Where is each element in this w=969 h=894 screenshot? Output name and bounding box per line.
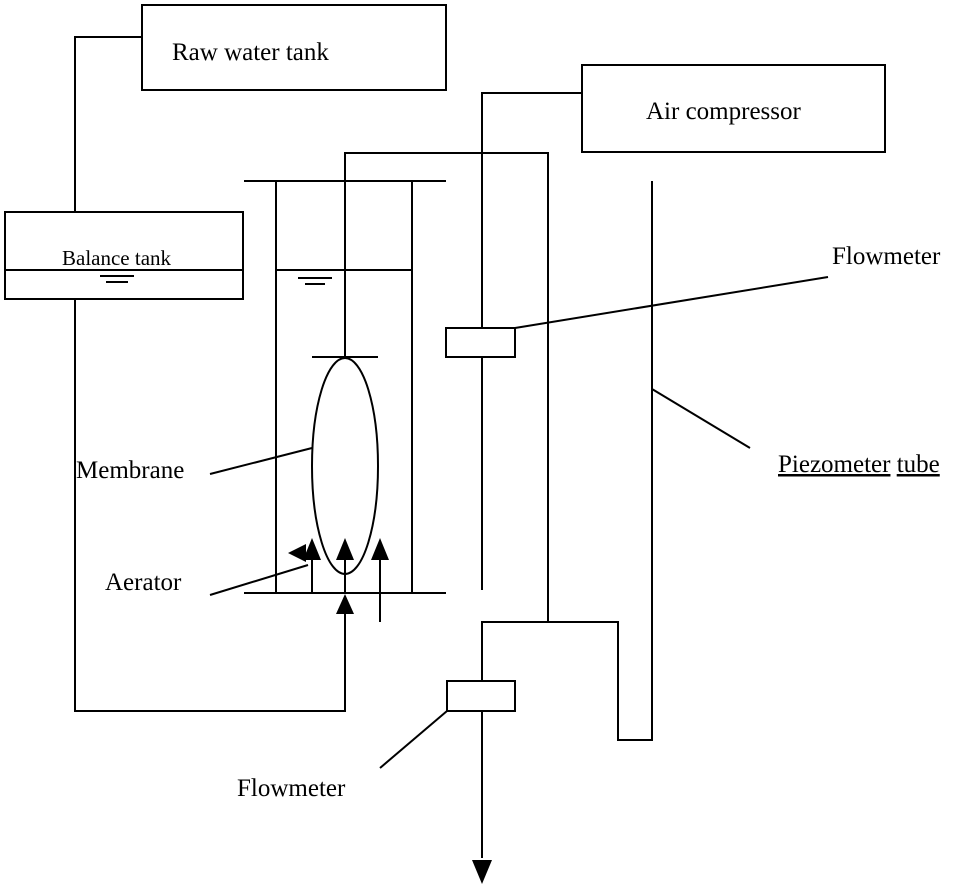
raw-water-pipe <box>74 36 142 212</box>
air-flowmeter-leader <box>514 276 829 329</box>
piezometer-label: Piezometer tube <box>778 451 940 478</box>
effluent-flowmeter <box>446 680 516 712</box>
aerator-arrow <box>371 538 389 560</box>
balance-tank: Balance tank <box>4 211 244 300</box>
piezometer-label-word2: tube <box>897 451 940 478</box>
air-line <box>481 92 582 590</box>
air-flowmeter <box>445 327 516 358</box>
membrane-leader <box>209 447 313 475</box>
aerator-bubbles <box>288 538 389 622</box>
effluent-flowmeter-leader <box>379 710 448 769</box>
effluent-flowmeter-label: Flowmeter <box>237 775 346 802</box>
feed-inlet-arrow <box>336 594 354 614</box>
piezometer-leader <box>651 388 751 449</box>
aerator-arrow <box>303 538 321 560</box>
piezometer-label-word1: Piezometer <box>778 451 891 478</box>
aerator-label: Aerator <box>105 569 182 596</box>
air-compressor-label: Air compressor <box>646 98 801 125</box>
balance-tank-box <box>4 211 244 300</box>
air-compressor-box <box>581 64 886 153</box>
aerator-leader <box>209 564 309 596</box>
raw-water-tank-label: Raw water tank <box>172 39 329 66</box>
air-compressor: Air compressor <box>581 64 886 153</box>
balance-tank-label: Balance tank <box>62 246 172 270</box>
effluent-arrow <box>472 860 492 884</box>
membrane-label: Membrane <box>76 457 184 484</box>
raw-water-tank: Raw water tank <box>141 4 447 91</box>
piezometer-tube <box>548 181 653 741</box>
aerator-arrow-left <box>288 544 306 562</box>
air-flowmeter-label: Flowmeter <box>832 243 941 270</box>
permeate-line <box>344 152 549 858</box>
aerator-arrow <box>336 538 354 560</box>
feed-pipe <box>74 299 346 712</box>
raw-water-tank-box <box>141 4 447 91</box>
